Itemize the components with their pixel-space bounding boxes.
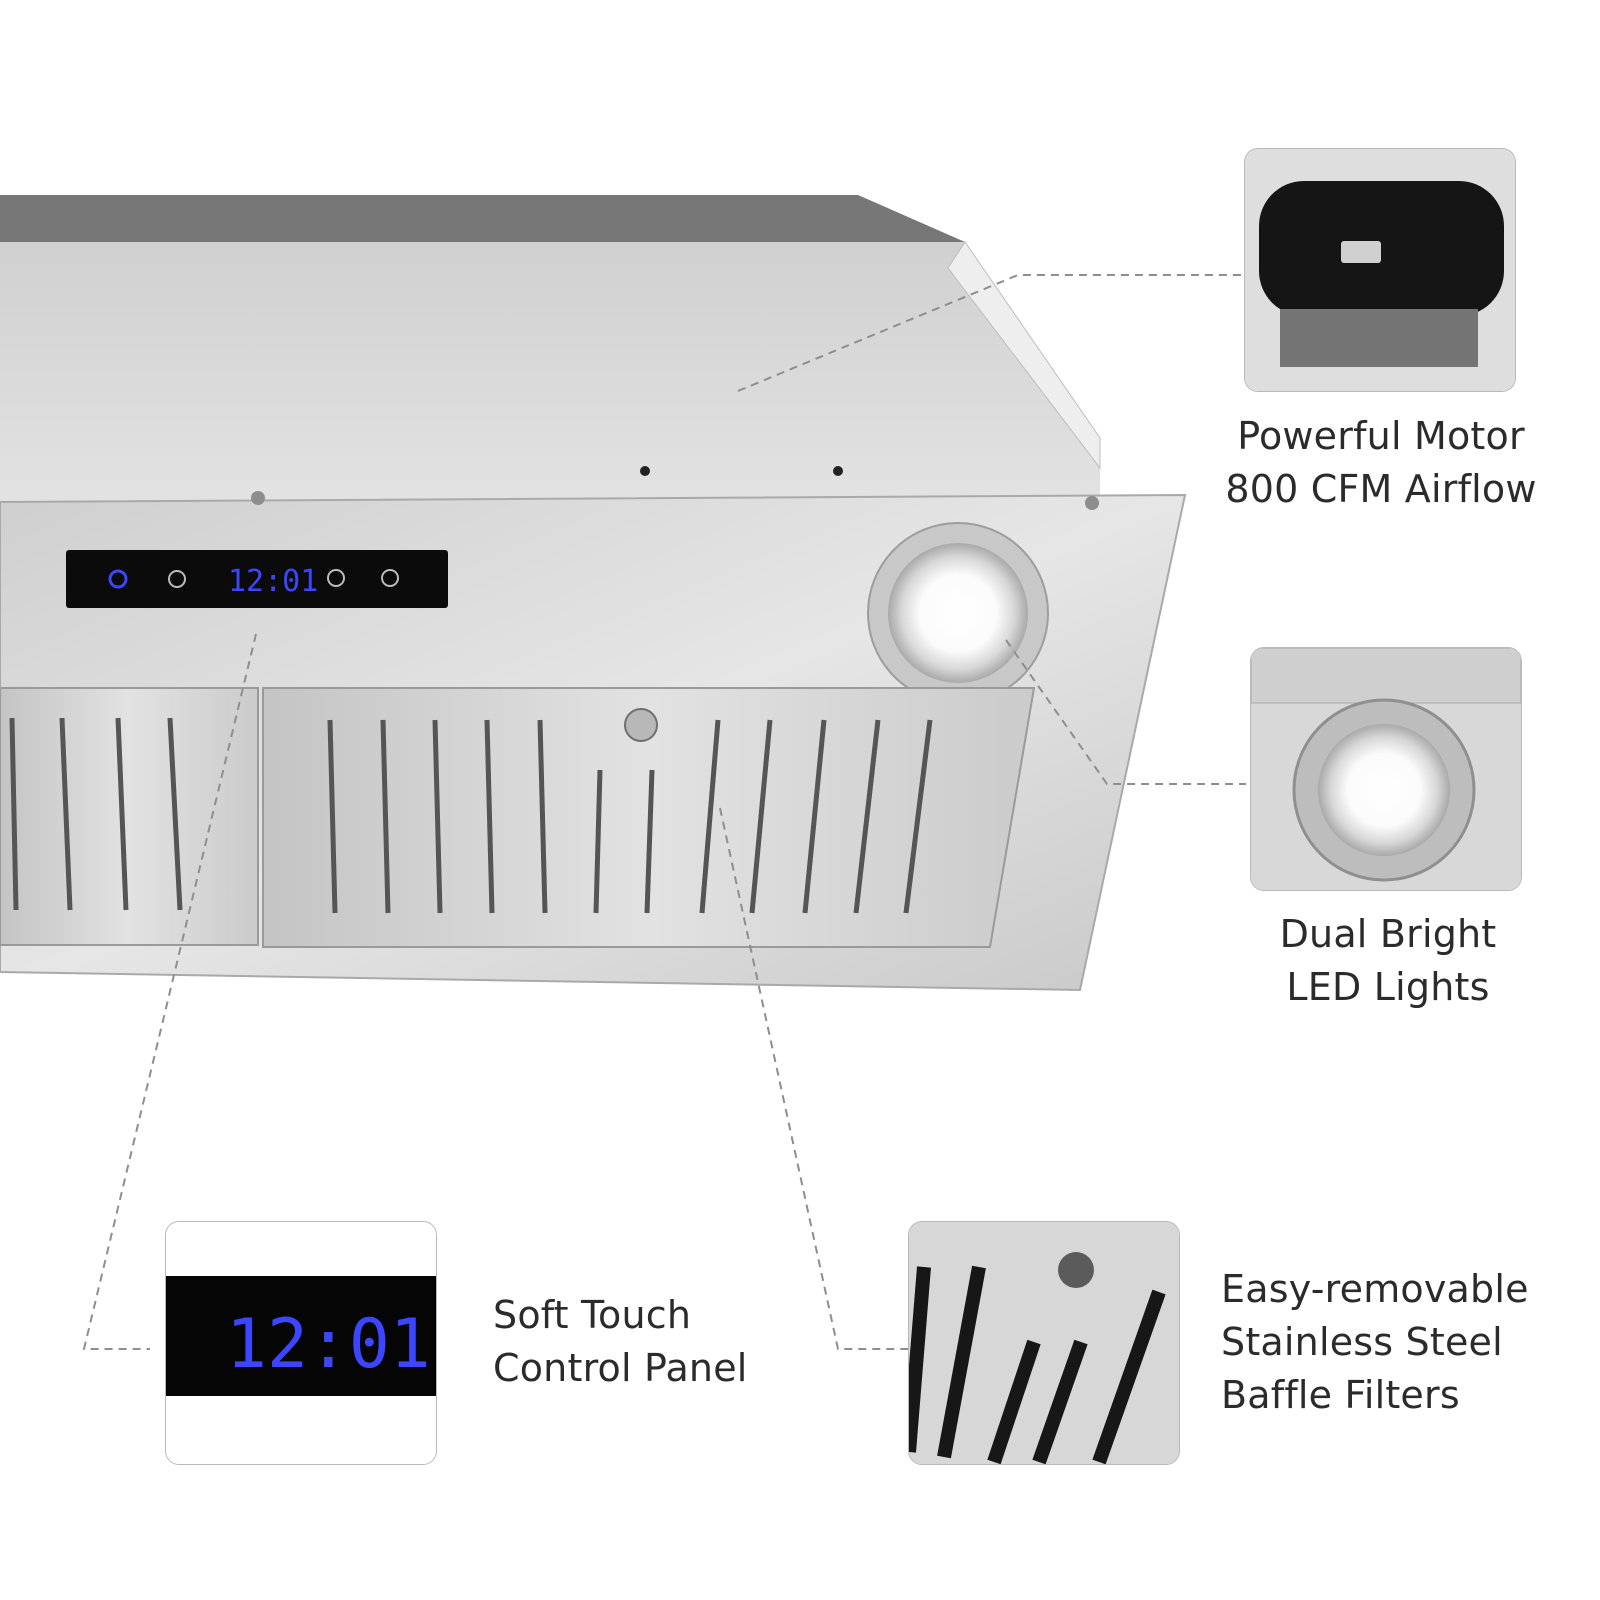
- led-inset: [1250, 647, 1522, 891]
- led-light: [888, 543, 1028, 683]
- baffle-filter-left: [0, 687, 259, 946]
- control-panel-inset: 12:01: [165, 1221, 437, 1465]
- hood-back-edge: [0, 195, 965, 242]
- lights-callout: Dual Bright LED Lights: [1238, 908, 1538, 1014]
- inset-lcd-time: 12:01: [226, 1305, 431, 1384]
- screw: [251, 491, 265, 505]
- motor-callout: Powerful Motor 800 CFM Airflow: [1216, 410, 1546, 516]
- power-icon[interactable]: [381, 569, 399, 587]
- panel-callout-line-1: Soft Touch: [493, 1293, 692, 1337]
- mount-hole: [833, 466, 843, 476]
- hood-side-bevel: [947, 241, 1101, 470]
- filters-callout-line-3: Baffle Filters: [1221, 1373, 1460, 1417]
- screw: [1085, 496, 1099, 510]
- control-panel[interactable]: [66, 550, 448, 608]
- motor-callout-line-1: Powerful Motor: [1237, 414, 1525, 458]
- lights-callout-line-1: Dual Bright: [1279, 912, 1497, 956]
- leader-lines: [82, 274, 1246, 1350]
- timer-icon[interactable]: [168, 570, 186, 588]
- filters-callout-line-1: Easy-removable: [1221, 1267, 1529, 1311]
- mount-hole: [640, 466, 650, 476]
- panel-callout: Soft Touch Control Panel: [493, 1289, 793, 1395]
- filter-knob[interactable]: [624, 708, 658, 742]
- filters-callout: Easy-removable Stainless Steel Baffle Fi…: [1221, 1263, 1566, 1422]
- filters-callout-line-2: Stainless Steel: [1221, 1320, 1503, 1364]
- baffle-slats: [9, 717, 933, 914]
- lights-callout-line-2: LED Lights: [1286, 965, 1490, 1009]
- menu-icon[interactable]: [327, 569, 345, 587]
- fan-icon[interactable]: [108, 569, 128, 589]
- motor-callout-line-2: 800 CFM Airflow: [1225, 467, 1537, 511]
- motor-inset: [1244, 148, 1516, 392]
- lcd-time-display: 12:01: [228, 564, 318, 599]
- filter-inset: [908, 1221, 1180, 1465]
- hood-top-surface: [0, 242, 1100, 510]
- panel-callout-line-2: Control Panel: [493, 1346, 748, 1390]
